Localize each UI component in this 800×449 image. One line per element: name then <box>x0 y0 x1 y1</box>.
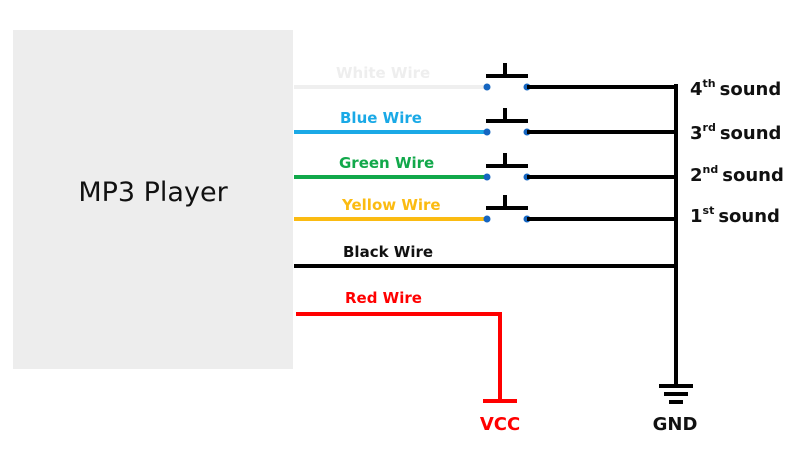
ground-bar-2 <box>664 392 688 396</box>
vcc-circuit: Red Wire VCC <box>296 289 520 435</box>
ground-icon <box>659 384 693 404</box>
switch-contact-left <box>483 215 491 223</box>
switch-contact-left <box>483 83 491 91</box>
sound-ordinal-suffix: th <box>703 77 716 90</box>
gnd-label: GND <box>653 414 698 435</box>
push-button-switch-icon <box>483 153 531 181</box>
ground-bar-3 <box>669 400 683 404</box>
sound-word: sound <box>722 165 784 186</box>
sound-word: sound <box>718 206 780 227</box>
sound-ordinal-suffix: st <box>703 204 715 217</box>
green-wire-label: Green Wire <box>339 154 434 172</box>
red-wire-label: Red Wire <box>345 289 422 307</box>
red-wire <box>296 312 502 401</box>
sound-ordinal-suffix: nd <box>703 163 719 176</box>
blue-wire-label: Blue Wire <box>340 109 422 127</box>
ground-bar-1 <box>659 384 693 388</box>
yellow-wire-label: Yellow Wire <box>341 196 441 214</box>
sound-word: sound <box>720 123 782 144</box>
mp3-player-label: MP3 Player <box>78 177 228 208</box>
switch-contact-left <box>483 173 491 181</box>
black-wire: Black Wire <box>294 243 676 268</box>
sound-number: 1 <box>690 206 703 227</box>
sound-number: 2 <box>690 165 703 186</box>
vcc-label: VCC <box>480 414 520 435</box>
push-button-switch-icon <box>483 108 531 136</box>
ground-circuit: GND <box>653 84 698 435</box>
switch-contact-left <box>483 128 491 136</box>
white-wire-label: White Wire <box>336 64 430 82</box>
sound-number: 3 <box>690 123 703 144</box>
sound-word: sound <box>720 79 782 100</box>
sound-number: 4 <box>690 79 703 100</box>
sound-ordinal-suffix: rd <box>703 121 716 134</box>
mp3-player: MP3 Player <box>13 30 293 369</box>
mp3-player-box <box>13 30 293 369</box>
black-wire-label: Black Wire <box>343 243 433 261</box>
push-button-switch-icon <box>483 195 531 223</box>
push-button-switch-icon <box>483 63 531 91</box>
